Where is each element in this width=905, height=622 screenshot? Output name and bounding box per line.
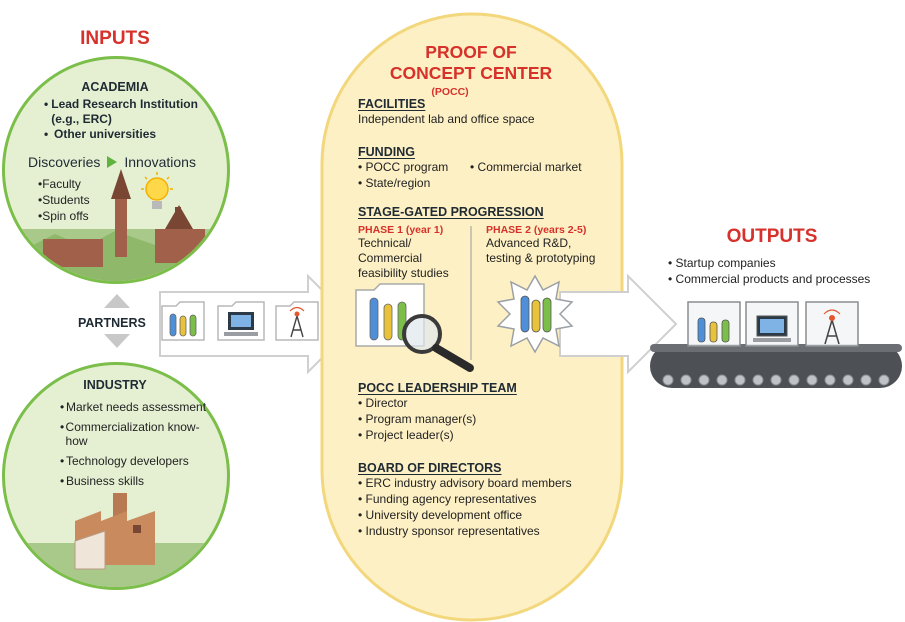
facilities-section: FACILITIES Independent lab and office sp…: [358, 97, 618, 127]
folder-magnifier-icon: [355, 283, 474, 372]
pocc-title-line2: CONCEPT CENTER: [389, 63, 553, 83]
industry-item: Business skills: [66, 474, 145, 488]
facilities-title: FACILITIES: [358, 97, 426, 111]
academia-people-list: •Faculty •Students •Spin offs: [38, 176, 90, 224]
academia-person-item: •Faculty: [38, 177, 81, 191]
academia-circle: [2, 56, 230, 284]
conveyor-belt-icon: [650, 344, 902, 388]
progression-title: STAGE-GATED PROGRESSION: [358, 205, 544, 219]
academia-person-item: •Students: [38, 193, 90, 207]
industry-circle: [2, 362, 230, 590]
academia-list: •Lead Research Institution (e.g., ERC) •…: [44, 97, 204, 142]
board-item: • University development office: [358, 508, 523, 522]
funding-section: FUNDING • POCC program • Commercial mark…: [358, 145, 620, 191]
board-item: • Funding agency representatives: [358, 492, 537, 506]
output-antenna-box-icon: [805, 301, 859, 347]
folder-test-tubes-icon: [161, 301, 205, 341]
board-section: BOARD OF DIRECTORS • ERC industry adviso…: [358, 461, 620, 539]
phase2: PHASE 2 (years 2-5) Advanced R&D, testin…: [486, 224, 610, 266]
leadership-section: POCC LEADERSHIP TEAM • Director • Progra…: [358, 381, 620, 443]
leadership-title: POCC LEADERSHIP TEAM: [358, 381, 517, 395]
funding-item: • Commercial market: [470, 160, 582, 174]
folder-computer-icon: [217, 301, 265, 341]
partners-label: PARTNERS: [78, 316, 146, 330]
leadership-item: • Director: [358, 396, 408, 410]
green-arrow-icon: [107, 156, 118, 168]
output-item: • Startup companies: [668, 256, 776, 270]
facilities-text: Independent lab and office space: [358, 112, 535, 126]
phase1-text: Technical/ Commercial feasibility studie…: [358, 236, 449, 280]
output-computer-box-icon: [745, 301, 799, 347]
lightbulb-icon: [141, 172, 173, 209]
partners-up-arrow-icon: [104, 294, 130, 308]
academia-person-item: •Spin offs: [38, 209, 89, 223]
funding-item: • State/region: [358, 176, 431, 190]
discoveries-label: Discoveries: [28, 154, 101, 170]
phase2-text: Advanced R&D, testing & prototyping: [486, 236, 596, 265]
folder-antenna-icon: [275, 301, 319, 341]
academia-title: ACADEMIA: [81, 80, 149, 94]
output-item: • Commercial products and processes: [668, 272, 871, 286]
phase2-title: PHASE 2 (years 2-5): [486, 224, 587, 236]
innovations-label: Innovations: [124, 154, 196, 170]
output-test-tubes-box-icon: [687, 301, 741, 347]
discoveries-innovations: Discoveries Innovations: [28, 154, 196, 170]
funding-title: FUNDING: [358, 145, 415, 159]
board-item: • Industry sponsor representatives: [358, 524, 540, 538]
industry-title: INDUSTRY: [83, 378, 147, 392]
industry-item: Commercialization know-how: [65, 420, 200, 448]
inputs-title: INPUTS: [80, 28, 150, 49]
outputs-title: OUTPUTS: [726, 226, 818, 247]
phase1: PHASE 1 (year 1) Technical/ Commercial f…: [358, 224, 466, 281]
industry-list: •Market needs assessment •Commercializat…: [60, 400, 210, 488]
funding-item: • POCC program: [358, 160, 449, 174]
pocc-title-line1: PROOF OF: [425, 42, 517, 62]
partners-down-arrow-icon: [104, 334, 130, 348]
campus-buildings-icon: [5, 169, 227, 281]
progression-section: STAGE-GATED PROGRESSION: [358, 205, 620, 219]
industry-item: Technology developers: [66, 454, 189, 468]
academia-item: Lead Research Institution (e.g., ERC): [51, 97, 198, 126]
pocc-title: PROOF OF CONCEPT CENTER: [360, 42, 582, 84]
outputs-list: • Startup companies • Commercial product…: [668, 255, 902, 287]
leadership-item: • Program manager(s): [358, 412, 477, 426]
starburst-test-tubes-icon: [496, 274, 574, 354]
academia-item: Other universities: [54, 127, 157, 141]
pocc-abbr: (POCC): [431, 86, 469, 98]
factory-icon: [5, 493, 227, 587]
industry-item: Market needs assessment: [66, 400, 207, 414]
leadership-item: • Project leader(s): [358, 428, 454, 442]
board-item: • ERC industry advisory board members: [358, 476, 572, 490]
board-title: BOARD OF DIRECTORS: [358, 461, 502, 475]
phase1-title: PHASE 1 (year 1): [358, 224, 444, 236]
partner-folders: [161, 301, 319, 341]
